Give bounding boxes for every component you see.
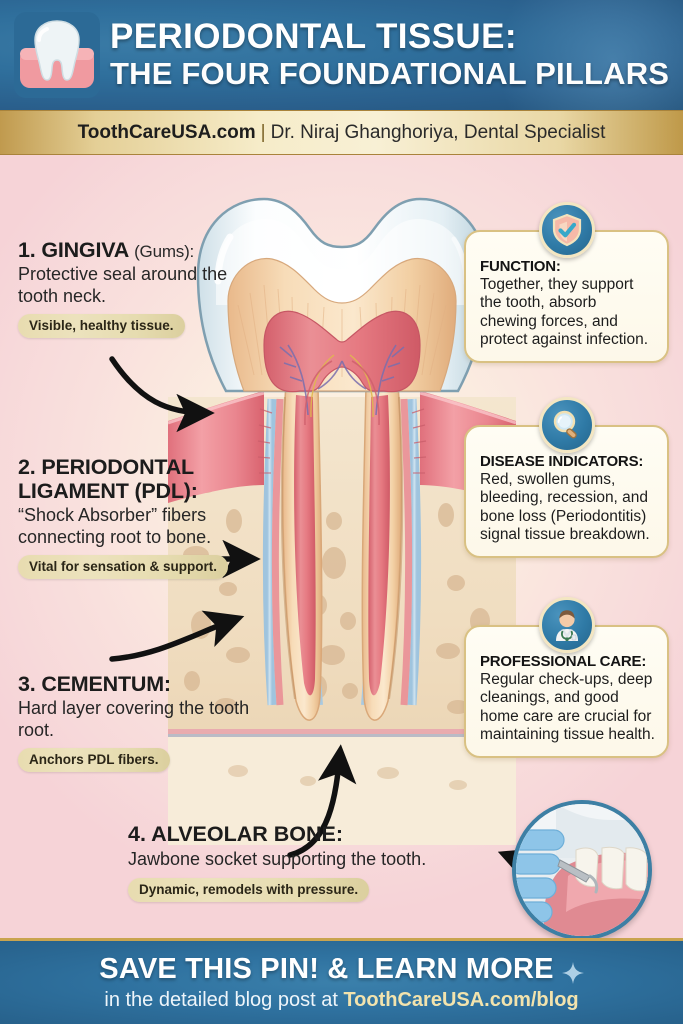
title-line-2: THE FOUR FOUNDATIONAL PILLARS	[110, 56, 670, 91]
footer-headline: SAVE THIS PIN! & LEARN MORE	[99, 953, 584, 986]
pillar-3-pill: Anchors PDL fibers.	[18, 748, 170, 773]
card-1-title: FUNCTION:	[480, 258, 561, 275]
sparkle-icon	[561, 959, 584, 984]
pillar-4-description: Jawbone socket supporting the tooth.	[128, 849, 427, 869]
card-2-title: DISEASE INDICATORS:	[480, 453, 644, 470]
pillar-4-heading: 4. ALVEOLAR BONE:	[128, 822, 488, 847]
pillar-block-alveolar-bone: 4. ALVEOLAR BONE: Jawbone socket support…	[128, 822, 488, 902]
footer-subline-prefix: in the detailed blog post at	[104, 989, 344, 1011]
info-card-professional-care: PROFESSIONAL CARE: Regular check-ups, de…	[464, 597, 669, 759]
title-line-1: PERIODONTAL TISSUE:	[110, 17, 517, 56]
pillar-1-subtitle: (Gums):	[134, 242, 195, 261]
pillar-2-description: “Shock Absorber” fibers connecting root …	[18, 505, 212, 547]
shield-check-icon	[538, 202, 595, 258]
byline-band: ToothCareUSA.com|Dr. Niraj Ghanghoriya, …	[0, 110, 683, 155]
info-card-function: FUNCTION: Together, they support the too…	[464, 202, 669, 364]
pillar-4-pill: Dynamic, remodels with pressure.	[128, 877, 370, 902]
pillar-block-gingiva: 1. GINGIVA (Gums): Protective seal aroun…	[18, 238, 258, 339]
pillar-block-pdl: 2. PERIODONTAL LIGAMENT (PDL): “Shock Ab…	[18, 455, 263, 580]
pillar-1-heading: 1. GINGIVA (Gums):	[18, 238, 258, 262]
footer-subline: in the detailed blog post at ToothCareUS…	[104, 989, 578, 1012]
card-3-title: PROFESSIONAL CARE:	[480, 653, 647, 670]
magnifying-glass-icon	[538, 397, 595, 453]
pillar-1-description: Protective seal around the tooth neck.	[18, 264, 228, 306]
sparkle-svg	[561, 961, 584, 984]
pillar-3-description: Hard layer covering the tooth root.	[18, 698, 250, 740]
tooth-logo-svg	[20, 20, 94, 88]
tooth-in-gums-icon	[14, 12, 100, 98]
pillar-3-title: CEMENTUM:	[41, 672, 171, 696]
byline-separator: |	[260, 121, 266, 143]
page-title: PERIODONTAL TISSUE: THE FOUR FOUNDATIONA…	[110, 19, 669, 91]
pillar-3-heading: 3. CEMENTUM:	[18, 672, 253, 696]
pillar-1-title: GINGIVA	[41, 238, 129, 262]
dentist-doctor-icon	[538, 597, 595, 653]
gum-examination-photo	[512, 800, 652, 940]
footer-blog-link[interactable]: ToothCareUSA.com/blog	[343, 989, 579, 1011]
pillar-3-number: 3.	[18, 672, 36, 696]
pillar-4-number: 4.	[128, 822, 146, 846]
pillar-2-pill: Vital for sensation & support.	[18, 555, 229, 580]
footer-banner: SAVE THIS PIN! & LEARN MORE in the detai…	[0, 938, 683, 1024]
gum-exam-photo-svg	[516, 804, 648, 936]
pillar-2-number: 2.	[18, 455, 36, 479]
doctor-svg	[555, 610, 578, 641]
magnifier-svg	[553, 410, 577, 439]
pillar-1-number: 1.	[18, 238, 36, 262]
pillar-block-cementum: 3. CEMENTUM: Hard layer covering the too…	[18, 672, 253, 773]
footer-headline-text: SAVE THIS PIN! & LEARN MORE	[99, 953, 554, 985]
card-3-body: Regular check-ups, deep cleanings, and g…	[480, 671, 655, 743]
pillar-2-heading: 2. PERIODONTAL LIGAMENT (PDL):	[18, 455, 263, 503]
card-1-body: Together, they support the tooth, absorb…	[480, 276, 649, 348]
pillar-2-title: PERIODONTAL LIGAMENT (PDL):	[18, 455, 198, 504]
info-card-disease-indicators: DISEASE INDICATORS: Red, swollen gums, b…	[464, 397, 669, 559]
pillar-1-pill: Visible, healthy tissue.	[18, 314, 185, 339]
shield-check-svg	[552, 213, 581, 247]
header-banner: PERIODONTAL TISSUE: THE FOUR FOUNDATIONA…	[0, 0, 683, 110]
pillar-4-title: ALVEOLAR BONE:	[151, 822, 344, 846]
author-credit: Dr. Niraj Ghanghoriya, Dental Specialist	[270, 121, 606, 143]
brand-name[interactable]: ToothCareUSA.com	[77, 121, 256, 143]
card-2-body: Red, swollen gums, bleeding, recession, …	[480, 471, 650, 543]
byline-text: ToothCareUSA.com|Dr. Niraj Ghanghoriya, …	[78, 122, 606, 144]
